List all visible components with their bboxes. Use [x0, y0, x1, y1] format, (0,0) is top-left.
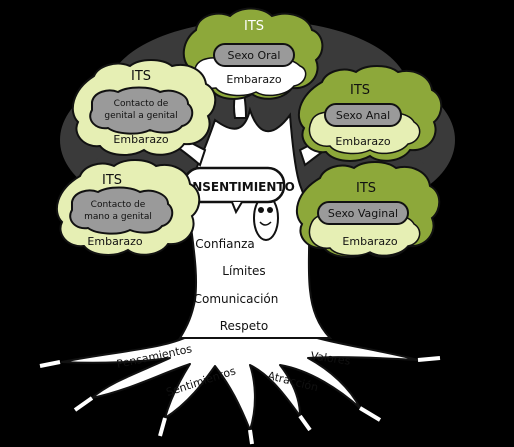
cloud-genital-header: ITS	[131, 69, 151, 84]
cloud-mano-a-genital: ITS Contacto de mano a genital Embarazo	[55, 159, 201, 256]
cloud-genital-label-line1: Contacto de	[114, 99, 169, 109]
cloud-anal-header: ITS	[350, 83, 370, 98]
cloud-oral-header: ITS	[244, 19, 264, 34]
cloud-sexo-vaginal: ITS Sexo Vaginal Embarazo	[295, 161, 441, 258]
trunk-word-respeto: Respeto	[220, 319, 268, 333]
cloud-vaginal-footer: Embarazo	[342, 235, 397, 248]
cloud-anal-footer: Embarazo	[335, 135, 390, 148]
cloud-mano-footer: Embarazo	[87, 235, 142, 248]
cloud-sexo-anal: ITS Sexo Anal Embarazo	[297, 65, 443, 162]
cloud-oral-footer: Embarazo	[226, 73, 281, 86]
cloud-mano-label-line1: Contacto de	[91, 200, 146, 210]
trunk-word-confianza: Confianza	[195, 237, 255, 251]
cloud-oral-label: Sexo Oral	[228, 49, 281, 62]
trunk-word-comunicacion: Comunicación	[194, 292, 279, 306]
cloud-mano-label-line2: mano a genital	[84, 212, 152, 222]
tree-roots	[39, 329, 441, 445]
consent-sign-label: CONSENTIMIENTO	[173, 180, 295, 194]
cloud-sexo-oral: ITS Sexo Oral Embarazo	[182, 7, 324, 100]
cloud-genital-label-line2: genital a genital	[104, 111, 177, 121]
root-word-valores: Valores	[310, 349, 352, 367]
cloud-anal-label: Sexo Anal	[336, 109, 390, 122]
cloud-mano-header: ITS	[102, 173, 122, 188]
cloud-genital-a-genital: ITS Contacto de genital a genital Embara…	[71, 59, 217, 156]
cloud-vaginal-header: ITS	[356, 181, 376, 196]
cloud-genital-footer: Embarazo	[113, 133, 168, 146]
consent-sign: CONSENTIMIENTO	[173, 166, 295, 215]
trunk-words: Confianza Límites Comunicación Respeto	[194, 237, 279, 333]
trunk-word-limites: Límites	[222, 264, 265, 278]
cloud-vaginal-label: Sexo Vaginal	[328, 207, 398, 220]
